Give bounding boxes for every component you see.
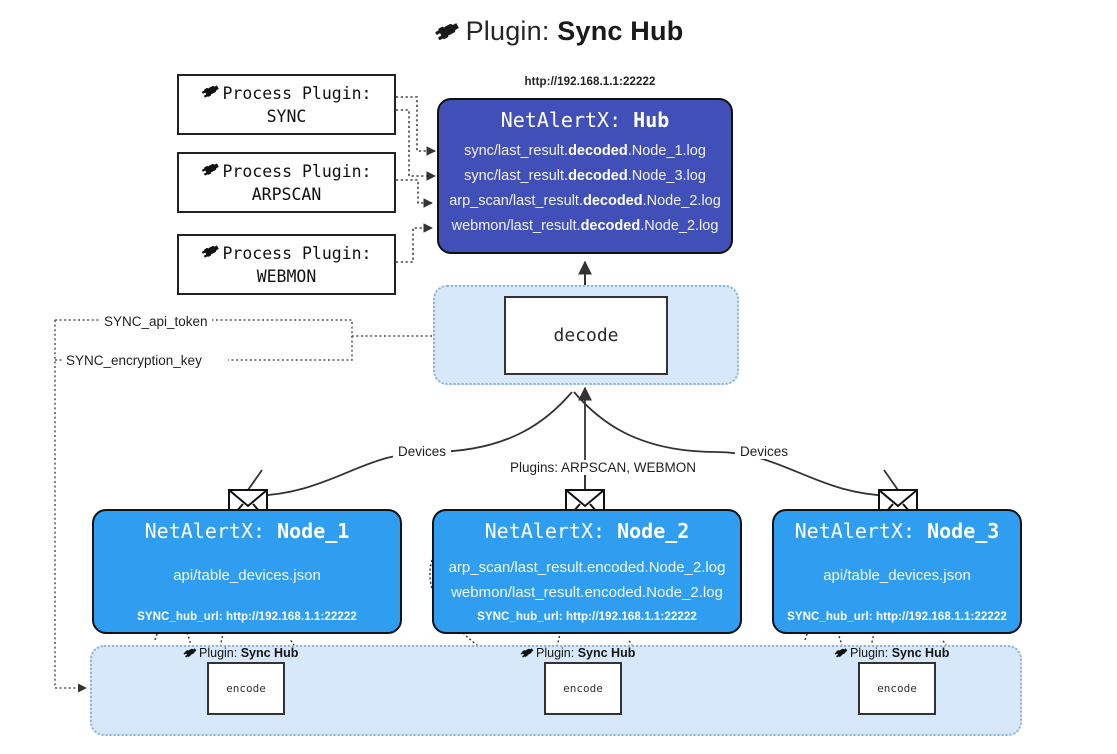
plug-icon	[201, 242, 221, 265]
node-box-node-2[interactable]: NetAlertX: Node_2 arp_scan/last_result.e…	[432, 509, 742, 634]
label-sync-api-token: SYNC_api_token	[100, 314, 212, 329]
hub-log-line: webmon/last_result.decoded.Node_2.log	[452, 214, 719, 239]
node-footer-hub-url: SYNC_hub_url: http://192.168.1.1:22222	[137, 611, 357, 623]
decode-box[interactable]: decode	[504, 296, 668, 375]
plug-icon	[183, 646, 198, 662]
encode-plugin-lead: Plugin:	[199, 646, 241, 660]
log-pre: sync/last_result.	[464, 167, 569, 184]
node-resource-line: arp_scan/last_result.encoded.Node_2.log	[448, 559, 726, 576]
encode-plugin-lead: Plugin:	[850, 646, 892, 660]
node-resource-line: webmon/last_result.encoded.Node_2.log	[451, 583, 723, 601]
node-title-prefix: NetAlertX:	[484, 519, 618, 543]
edge-label-devices-left: Devices	[393, 444, 452, 459]
node-resource-line: api/table_devices.json	[823, 567, 971, 584]
encode-plugin-label: Plugin: Sync Hub	[183, 646, 298, 662]
node-box-node-1[interactable]: NetAlertX: Node_1 api/table_devices.json…	[92, 509, 402, 634]
log-mid: decoded	[568, 143, 628, 159]
node-resource-line: api/table_devices.json	[173, 567, 321, 584]
hub-node-box[interactable]: NetAlertX: Hub sync/last_result.decoded.…	[437, 98, 733, 254]
plug-icon	[834, 646, 849, 662]
node-title-name: Node_2	[617, 519, 690, 543]
page-title: Plugin: Sync Hub	[0, 16, 1117, 50]
hub-log-line: sync/last_result.decoded.Node_3.log	[464, 164, 706, 189]
log-pre: webmon/last_result.	[451, 217, 581, 234]
log-post: .Node_1.log	[627, 143, 706, 159]
log-pre: arp_scan/last_result.	[449, 192, 583, 209]
log-post: .Node_2.log	[640, 217, 719, 234]
node-box-node-3[interactable]: NetAlertX: Node_3 api/table_devices.json…	[772, 509, 1022, 634]
encode-plugin-label: Plugin: Sync Hub	[520, 646, 635, 662]
process-plugin-name: ARPSCAN	[251, 184, 322, 204]
process-plugin-name: WEBMON	[256, 266, 317, 286]
process-plugin-box-webmon[interactable]: Process Plugin: WEBMON	[177, 234, 396, 295]
node-title-prefix: NetAlertX:	[144, 519, 278, 543]
log-mid: decoded	[582, 192, 643, 209]
encode-plugin-strong: Sync Hub	[577, 646, 636, 660]
encode-plugin-label: Plugin: Sync Hub	[834, 646, 949, 662]
node-footer-hub-url: SYNC_hub_url: http://192.168.1.1:22222	[787, 611, 1007, 623]
page-title-lead: Plugin:	[465, 16, 558, 46]
plug-icon	[434, 19, 462, 50]
hub-title-prefix: NetAlertX:	[500, 108, 634, 132]
hub-log-line: arp_scan/last_result.decoded.Node_2.log	[449, 189, 721, 214]
hub-url-label: http://192.168.1.1:22222	[524, 76, 656, 88]
log-post: .Node_3.log	[627, 167, 706, 184]
plug-icon	[201, 82, 221, 105]
node-title: NetAlertX: Node_2	[485, 519, 690, 543]
node-title-name: Node_1	[277, 519, 350, 543]
encode-box[interactable]: encode	[858, 662, 936, 715]
label-sync-encryption-key: SYNC_encryption_key	[62, 353, 206, 368]
node-footer-hub-url: SYNC_hub_url: http://192.168.1.1:22222	[477, 611, 697, 623]
log-pre: sync/last_result.	[464, 143, 569, 159]
encode-plugin-strong: Sync Hub	[891, 646, 950, 660]
process-plugin-box-arpscan[interactable]: Process Plugin: ARPSCAN	[177, 152, 396, 213]
node-title: NetAlertX: Node_3	[795, 519, 1000, 543]
plug-icon	[201, 160, 221, 183]
node-title-name: Node_3	[927, 519, 1000, 543]
encode-plugin-lead: Plugin:	[536, 646, 578, 660]
process-plugin-label: Process Plugin:	[222, 84, 372, 104]
log-post: .Node_2.log	[642, 192, 721, 209]
process-plugin-label: Process Plugin:	[222, 162, 372, 182]
plug-icon	[520, 646, 535, 662]
page-title-strong: Sync Hub	[557, 16, 684, 46]
encode-box[interactable]: encode	[544, 662, 622, 715]
node-title-prefix: NetAlertX:	[794, 519, 928, 543]
hub-title: NetAlertX: Hub	[501, 108, 670, 132]
hub-log-line: sync/last_result.decoded.Node_1.log	[464, 139, 706, 164]
node-title: NetAlertX: Node_1	[145, 519, 350, 543]
process-plugin-label: Process Plugin:	[222, 244, 372, 264]
log-mid: decoded	[568, 167, 628, 184]
process-plugin-box-sync[interactable]: Process Plugin: SYNC	[177, 74, 396, 135]
encode-plugin-strong: Sync Hub	[240, 646, 299, 660]
hub-title-name: Hub	[633, 108, 670, 132]
encode-box[interactable]: encode	[207, 662, 285, 715]
edge-label-plugins: Plugins: ARPSCAN, WEBMON	[505, 460, 702, 475]
edge-label-devices-right: Devices	[735, 444, 794, 459]
process-plugin-name: SYNC	[266, 106, 307, 126]
log-mid: decoded	[580, 217, 641, 234]
